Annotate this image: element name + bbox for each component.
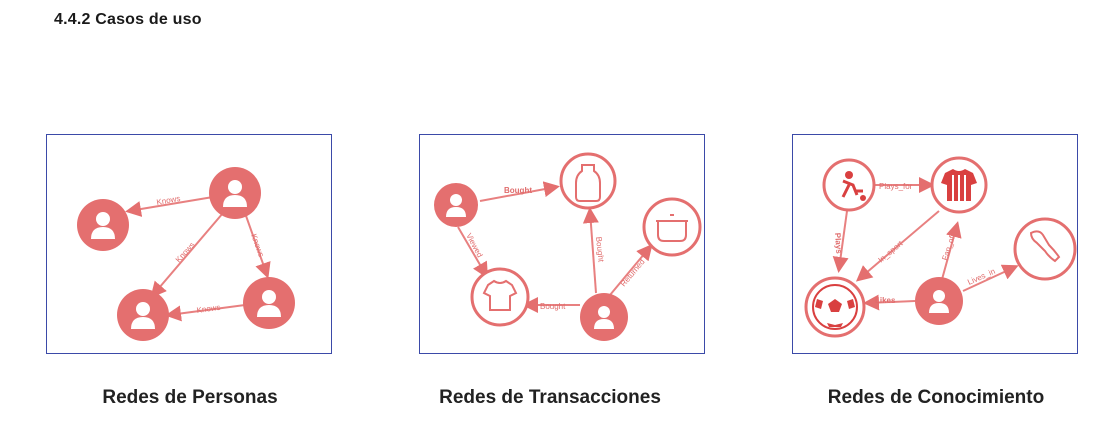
tshirt-icon (470, 267, 530, 327)
person-node-icon (77, 199, 129, 251)
edge-label: Knows (249, 233, 266, 259)
person-node-icon (434, 183, 478, 227)
edge-label: In_sport (877, 239, 906, 265)
edge-label: Returned (619, 257, 647, 288)
country-map-icon (1013, 217, 1077, 281)
pot-icon (642, 197, 702, 257)
soccer-ball-icon (804, 276, 866, 338)
edge-label: Bought (594, 236, 606, 263)
edge-label: Fan_of (940, 234, 956, 261)
caption-people-network: Redes de Personas (102, 387, 278, 408)
edge-knows-3 (244, 212, 271, 279)
knowledge-network-diagram: Plays_for Plays In_sport Fan_of Likes Li… (792, 134, 1078, 354)
caption-transaction-network: Redes de Transacciones (439, 387, 661, 408)
jersey-icon (930, 156, 988, 214)
people-network-diagram: Knows Knows Knows Knows (46, 134, 332, 354)
person-node-icon (580, 293, 628, 341)
soccer-player-icon (822, 158, 876, 212)
section-heading: 4.4.2 Casos de uso (54, 11, 202, 28)
person-node-icon (243, 277, 295, 329)
edge-knows-4 (165, 304, 246, 322)
edge-label: Plays_for (879, 182, 913, 191)
edge-label: Knows (174, 240, 197, 264)
edge-label: Bought (504, 186, 532, 195)
person-node-icon (209, 167, 261, 219)
person-node-icon (117, 289, 169, 341)
edge-knows-1 (125, 196, 214, 217)
edge-label: Lives_in (966, 267, 996, 287)
person-node-icon (915, 277, 963, 325)
caption-knowledge-network: Redes de Conocimiento (827, 387, 1045, 408)
bottle-icon (559, 152, 617, 210)
edge-label: Plays (833, 233, 843, 255)
edge-label: Bought (540, 302, 566, 311)
edge-label: Knows (156, 194, 181, 207)
edge-label: Viewed (464, 232, 484, 259)
edge-label: Knows (196, 303, 221, 315)
edge-knows-2 (150, 212, 224, 299)
edge-label: Likes (875, 296, 896, 305)
transaction-network-diagram: Bought Viewed Bought Bought Returned (419, 134, 705, 354)
